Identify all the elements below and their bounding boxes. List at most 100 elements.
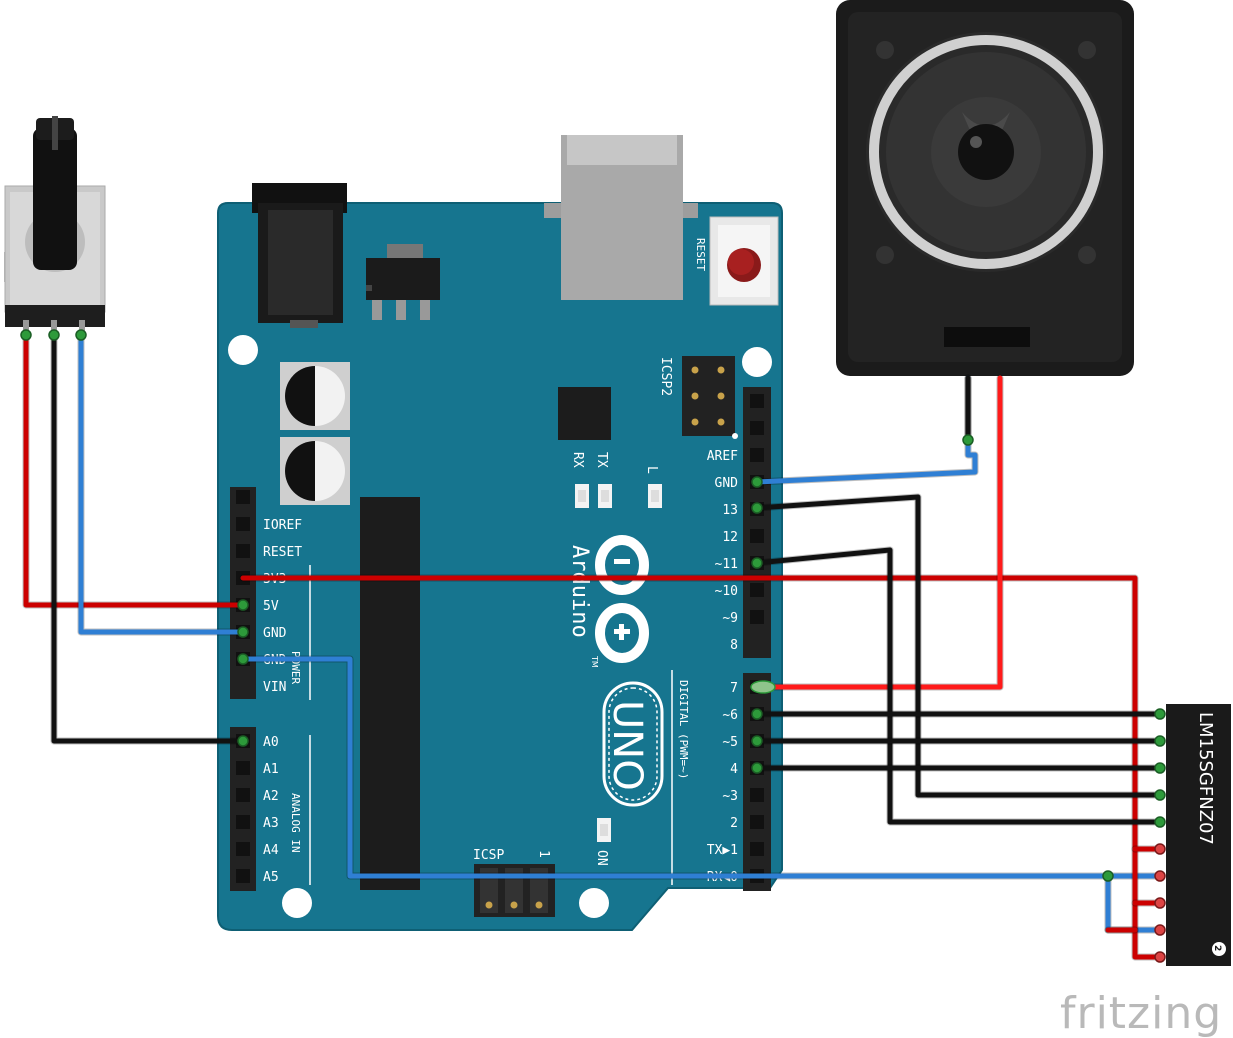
header-socket[interactable] (236, 761, 250, 775)
header-socket[interactable] (750, 842, 764, 856)
wire-pin13-display (754, 494, 1163, 798)
pin-label: 8 (730, 638, 738, 653)
header-socket[interactable] (236, 842, 250, 856)
wire-end (1154, 789, 1166, 801)
pin-label: ~5 (722, 735, 738, 750)
power-jack (252, 183, 347, 328)
icsp-header (474, 864, 555, 917)
pin-label: ~10 (715, 584, 738, 599)
header-socket[interactable] (236, 517, 250, 531)
header-socket[interactable] (750, 815, 764, 829)
atmega-chip (360, 497, 420, 890)
mount-hole (742, 347, 772, 377)
header-socket[interactable] (750, 583, 764, 597)
header-socket[interactable] (236, 869, 250, 883)
arduino-logo (595, 535, 649, 663)
header-socket[interactable] (750, 394, 764, 408)
pin-label: ~9 (722, 611, 738, 626)
capacitor (280, 362, 350, 430)
wire-end (751, 476, 763, 488)
wire-end (751, 557, 763, 569)
wire-speaker-gnd (754, 375, 978, 485)
wire-end (1154, 924, 1166, 936)
pin-label: 5V (263, 599, 279, 614)
usb-connector (544, 135, 698, 300)
wire-end (1154, 951, 1166, 963)
icsp2-label: ICSP2 (658, 357, 673, 396)
status-leds (575, 484, 662, 842)
wire-pot-5v (23, 332, 246, 608)
tx-label: TX (594, 452, 609, 468)
rx-label: RX (570, 452, 585, 468)
on-label: ON (594, 850, 609, 866)
header-socket[interactable] (236, 815, 250, 829)
mount-hole (579, 888, 609, 918)
wire-end (962, 434, 974, 446)
pin-label: 12 (722, 530, 738, 545)
digital-header-top (743, 387, 771, 658)
wire-end (237, 735, 249, 747)
pin-label: A0 (263, 735, 279, 750)
pin-label: AREF (707, 449, 738, 464)
trademark: TM (590, 655, 599, 668)
pin-label: GND (263, 626, 287, 641)
wire-end (751, 762, 763, 774)
pin-label: A3 (263, 816, 279, 831)
pin-label: ~11 (715, 557, 738, 572)
pin-label: A1 (263, 762, 279, 777)
capacitor (280, 437, 350, 505)
display-label: LM15SGFNZ07 (1195, 712, 1216, 845)
header-socket[interactable] (750, 421, 764, 435)
digital-header-bottom (743, 673, 771, 891)
l-label: L (644, 466, 659, 474)
wire-end (751, 502, 763, 514)
wire-end (1154, 708, 1166, 720)
pin-label: 4 (730, 762, 738, 777)
power-header (230, 487, 256, 699)
header-socket[interactable] (750, 610, 764, 624)
header-socket[interactable] (236, 544, 250, 558)
arduino-uno-board: RESET ICSP2 (217, 135, 783, 931)
pin-label: RESET (263, 545, 302, 560)
wire-end (1154, 762, 1166, 774)
wire-end (48, 329, 60, 341)
pin-label: 13 (722, 503, 738, 518)
pin-label: 2 (730, 816, 738, 831)
pin-label: VIN (263, 680, 286, 695)
icsp-pin1-label: 1 (536, 850, 551, 858)
analog-section-label: ANALOG IN (289, 793, 302, 853)
wire-pot-gnd (78, 332, 246, 635)
pin-label: A2 (263, 789, 279, 804)
wire-end (1102, 870, 1114, 882)
uno-label: UNO (604, 700, 650, 791)
wire-pin11-display (754, 547, 1163, 825)
reset-button[interactable] (709, 216, 779, 306)
header-socket[interactable] (750, 529, 764, 543)
reset-label: RESET (694, 238, 707, 271)
speaker (836, 0, 1134, 376)
mount-hole (282, 888, 312, 918)
uno-badge (602, 681, 664, 807)
wire-end (1154, 816, 1166, 828)
wires (20, 329, 1166, 963)
wire-end (1154, 870, 1166, 882)
wire-end (20, 329, 32, 341)
header-socket[interactable] (750, 448, 764, 462)
fritzing-watermark: fritzing (1060, 988, 1222, 1038)
usb-chip (558, 387, 611, 440)
wire-end (75, 329, 87, 341)
header-socket[interactable] (236, 490, 250, 504)
mount-hole (228, 335, 258, 365)
potentiometer[interactable] (4, 116, 106, 332)
pin-label: IOREF (263, 518, 302, 533)
wire-end (751, 735, 763, 747)
header-socket[interactable] (750, 788, 764, 802)
icsp2-header (682, 356, 738, 439)
wire-end (237, 599, 249, 611)
wire-end (237, 653, 249, 665)
header-socket[interactable] (236, 788, 250, 802)
wire-speaker-pin7 (762, 375, 1003, 690)
icsp-label: ICSP (473, 848, 504, 863)
pin-label: 7 (730, 681, 738, 696)
